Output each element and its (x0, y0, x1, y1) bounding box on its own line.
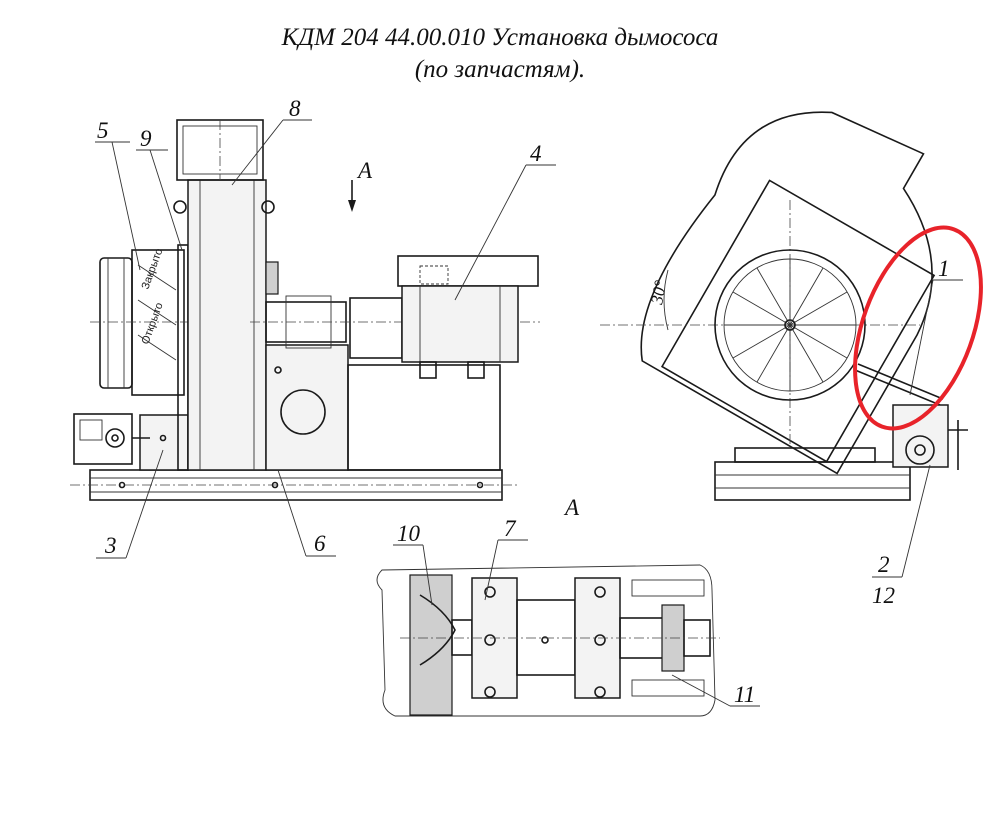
detail-view-a: A (376, 495, 720, 717)
callout-5: 5 (97, 118, 109, 143)
side-view: Закрыто Открыто A (70, 119, 540, 501)
drawing-title-line2: (по запчастям). (414, 56, 586, 83)
leader-lines (95, 119, 963, 707)
coupling (349, 297, 403, 359)
angle-label: 30° (647, 279, 670, 307)
damper-actuator (73, 413, 133, 465)
front-view: 30° (600, 111, 983, 501)
callout-10: 10 (397, 521, 421, 546)
impeller (714, 249, 866, 401)
callout-7: 7 (504, 516, 517, 541)
callout-2: 2 (878, 552, 890, 577)
damper-linkage-part1 (854, 369, 941, 406)
callout-12: 12 (872, 583, 895, 608)
callout-9: 9 (140, 126, 152, 151)
front-base-frame (714, 461, 911, 501)
view-arrow-label: A (356, 158, 373, 183)
bearing-pedestal-part6 (265, 344, 349, 471)
svg-text:Открыто: Открыто (140, 301, 166, 346)
support-block-part3 (139, 414, 189, 471)
inlet-collar (131, 249, 185, 396)
callout-8: 8 (289, 96, 301, 121)
motor-terminal-box (397, 255, 539, 287)
callout-1: 1 (938, 256, 950, 281)
motor-frame (347, 364, 501, 471)
detail-boundary (376, 564, 716, 717)
callout-11: 11 (734, 682, 755, 707)
drawing-title-line1: КДМ 204 44.00.010 Установка дымососа (281, 24, 719, 51)
detail-view-label: A (563, 495, 580, 520)
callout-4: 4 (530, 141, 542, 166)
inlet-box (660, 179, 936, 463)
callout-6: 6 (314, 531, 326, 556)
callout-labels: 5 9 8 4 3 6 1 2 12 10 7 11 (97, 96, 950, 707)
electric-motor-part4 (401, 285, 519, 363)
impeller-blades (724, 259, 856, 391)
rotated-volute (640, 111, 933, 475)
inlet-damper-part5 (99, 257, 133, 389)
highlight-ellipse (853, 225, 983, 431)
callout-3: 3 (104, 533, 117, 558)
